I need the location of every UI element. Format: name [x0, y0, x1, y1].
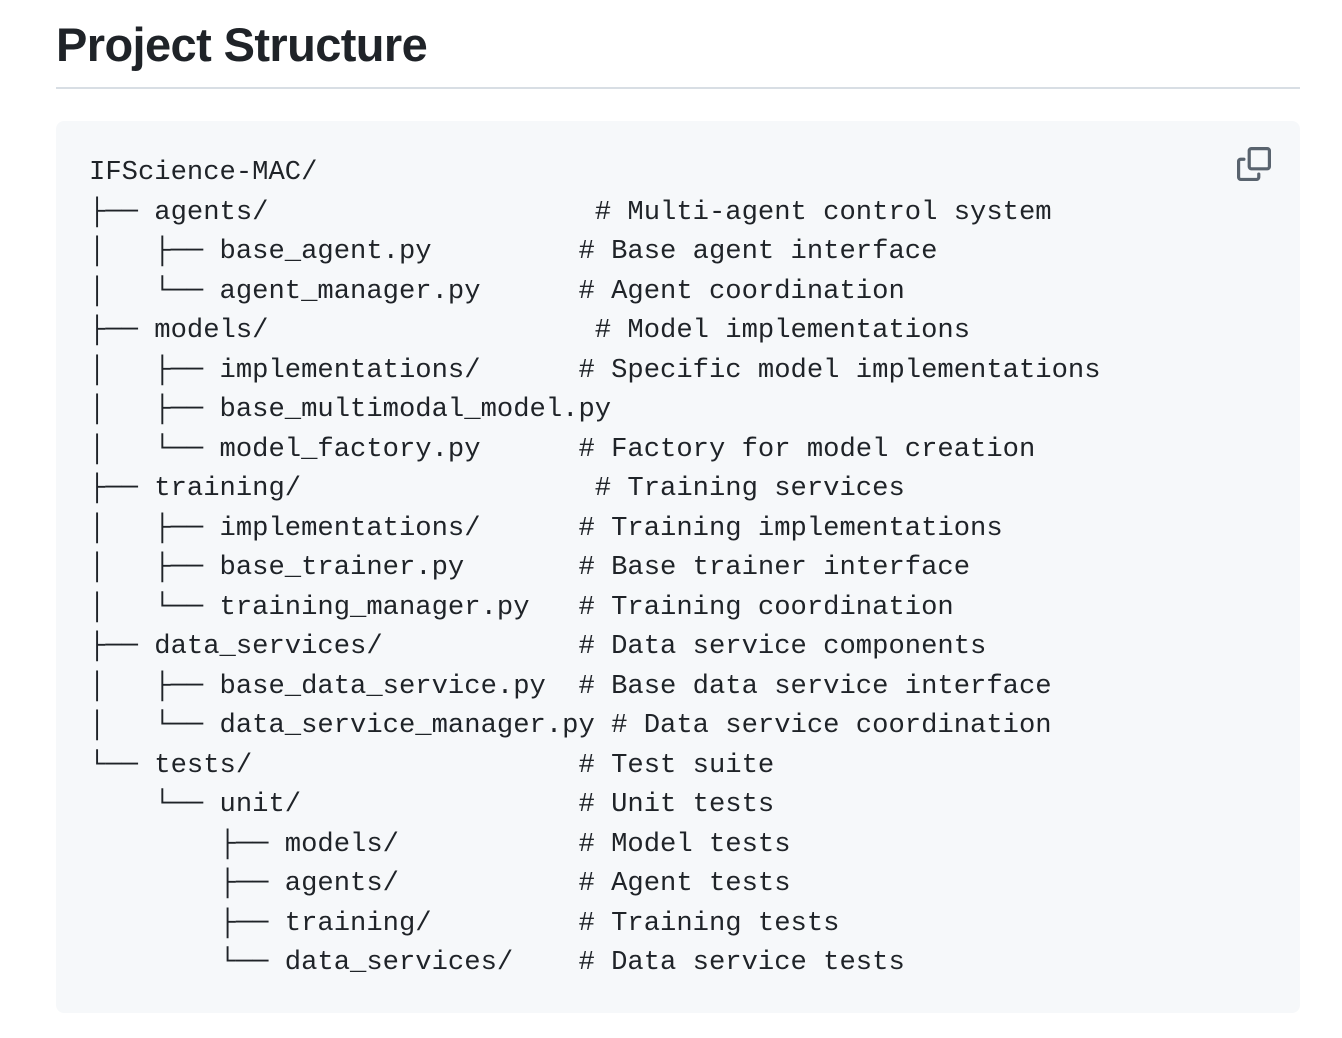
copy-icon	[1237, 146, 1271, 184]
code-line: │ ├── implementations/ # Training implem…	[89, 512, 1003, 544]
code-line: ├── models/ # Model implementations	[89, 315, 971, 346]
code-line: │ └── data_service_manager.py # Data ser…	[89, 710, 1052, 741]
code-line: ├── training/ # Training tests	[89, 907, 840, 939]
code-line: ├── training/ # Training services	[89, 473, 905, 504]
code-line: └── unit/ # Unit tests	[89, 789, 775, 820]
code-line: │ └── training_manager.py # Training coo…	[89, 591, 954, 623]
code-block: IFScience-MAC/ ├── agents/ # Multi-agent …	[56, 121, 1300, 1013]
code-content[interactable]: IFScience-MAC/ ├── agents/ # Multi-agent …	[89, 153, 1101, 983]
heading-divider	[56, 87, 1300, 89]
code-line: ├── agents/ # Agent tests	[89, 868, 791, 899]
code-line: │ ├── implementations/ # Specific model …	[89, 354, 1101, 386]
code-line: ├── data_services/ # Data service compon…	[89, 631, 987, 662]
code-line: └── tests/ # Test suite	[89, 749, 775, 781]
code-line: ├── models/ # Model tests	[89, 828, 791, 860]
page-title: Project Structure	[56, 18, 428, 71]
code-line: └── data_services/ # Data service tests	[89, 947, 905, 978]
code-line: IFScience-MAC/	[89, 157, 318, 188]
copy-button[interactable]	[1234, 145, 1274, 185]
code-line: │ ├── base_trainer.py # Base trainer int…	[89, 552, 971, 583]
code-line: │ └── agent_manager.py # Agent coordinat…	[89, 275, 905, 307]
code-line: │ ├── base_data_service.py # Base data s…	[89, 670, 1052, 702]
code-line: │ ├── base_agent.py # Base agent interfa…	[89, 236, 938, 267]
code-line: ├── agents/ # Multi-agent control system	[89, 196, 1052, 228]
code-line: │ └── model_factory.py # Factory for mod…	[89, 433, 1036, 465]
code-line: │ ├── base_multimodal_model.py	[89, 394, 612, 425]
